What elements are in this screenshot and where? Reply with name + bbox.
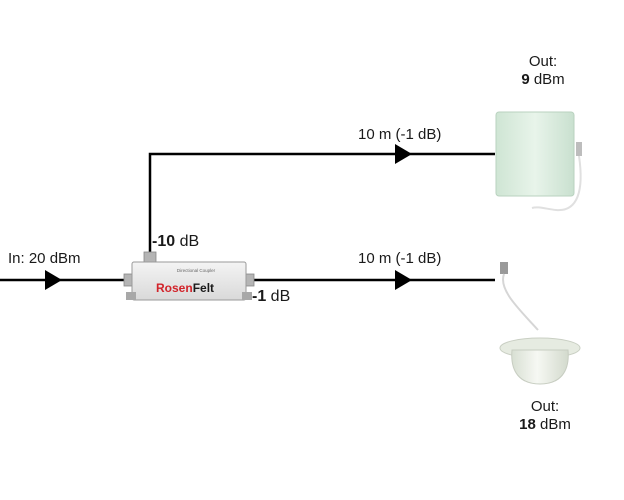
upper-cable-line: [148, 152, 495, 260]
panel-antenna-out-unit: dBm: [529, 71, 565, 88]
coupler-mount-right: [242, 292, 252, 300]
ceiling-antenna-out-power: 18 dBm: [505, 416, 585, 434]
ceiling-antenna-output: Out: 18 dBm: [505, 398, 585, 434]
through-loss-label: -1 dB: [252, 288, 290, 306]
ceiling-antenna: [499, 262, 581, 385]
coupler-brand-part2: Felt: [193, 281, 214, 295]
panel-antenna-output: Out: 9 dBm: [508, 53, 578, 89]
tap-loss-label: -10 dB: [152, 233, 199, 251]
ceiling-antenna-dome: [511, 349, 569, 385]
panel-antenna-out-label: Out:: [528, 53, 558, 70]
upper-cable-label: 10 m (-1 dB): [358, 126, 442, 143]
lower-arrow: [395, 270, 412, 290]
lower-cable-label: 10 m (-1 dB): [358, 250, 442, 267]
panel-antenna: [495, 111, 582, 212]
panel-antenna-connector: [576, 142, 582, 156]
through-loss-value: -1: [252, 288, 267, 305]
input-arrow: [45, 270, 62, 290]
input-label: In: 20 dBm: [8, 250, 81, 267]
panel-antenna-cable: [531, 155, 582, 212]
panel-antenna-body: [495, 111, 575, 197]
coupler-body: [131, 261, 247, 301]
tap-loss-unit: dB: [175, 233, 200, 250]
ceiling-antenna-out-unit: dBm: [535, 416, 571, 433]
ceiling-antenna-cable: [502, 273, 539, 331]
directional-coupler: Directional Coupler RosenFelt: [123, 251, 255, 301]
panel-antenna-out-power: 9 dBm: [508, 71, 578, 89]
ceiling-antenna-out-value: 18: [519, 416, 536, 433]
upper-arrow: [395, 144, 412, 164]
coupler-tagline: Directional Coupler: [177, 268, 216, 273]
panel-antenna-out-value: 9: [521, 71, 530, 88]
tap-loss-value: -10: [152, 233, 176, 250]
coupler-mount-left: [126, 292, 136, 300]
through-loss-unit: dB: [266, 288, 291, 305]
ceiling-antenna-out-label: Out:: [530, 398, 560, 415]
coupler-brand-part1: Rosen: [156, 281, 193, 295]
coupler-brand: RosenFelt: [156, 281, 214, 295]
ceiling-antenna-connector: [500, 262, 508, 274]
